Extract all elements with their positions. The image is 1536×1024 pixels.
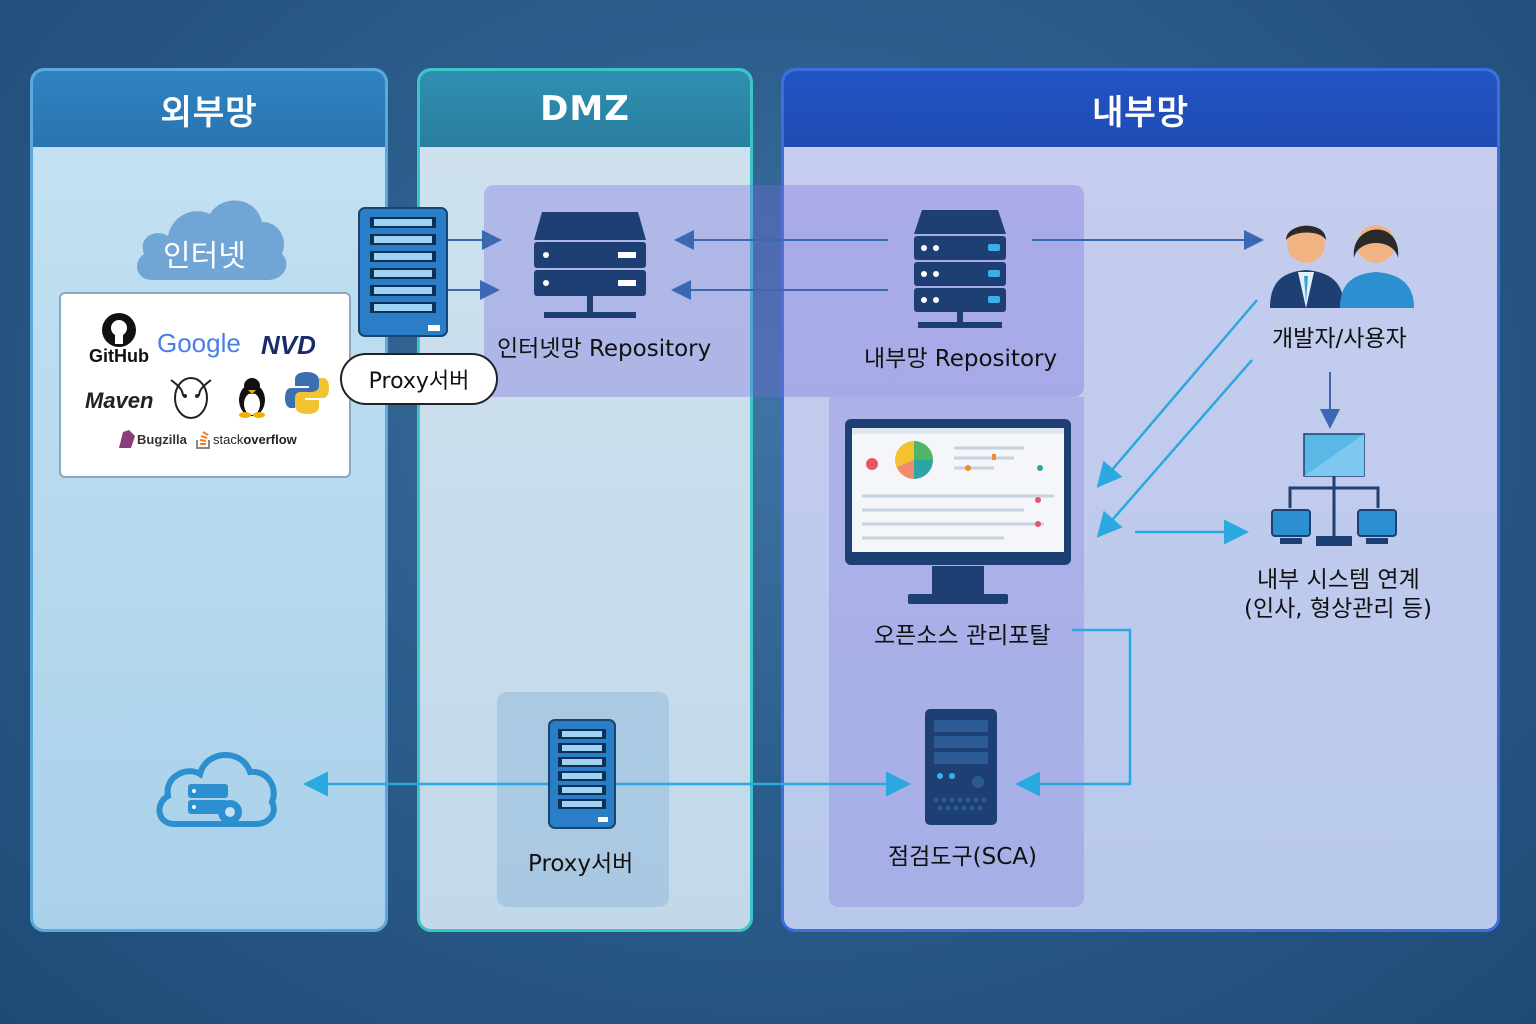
proxy-server-top-icon	[358, 207, 448, 337]
proxy-server-bottom-icon	[548, 719, 616, 829]
vent-slot	[374, 253, 432, 260]
proxy-to-internet-repo-arrows	[448, 230, 502, 300]
developer-users-icon	[1270, 225, 1414, 308]
internal-to-internet-repo-arrows	[671, 230, 888, 300]
vent-slot	[374, 236, 432, 243]
internet-label: 인터넷	[163, 239, 246, 274]
sca-tool-label: 점검도구(SCA)	[888, 844, 1037, 870]
linux-tux-icon	[239, 378, 265, 418]
developers-users-label: 개발자/사용자	[1272, 326, 1407, 352]
proxy-top-vents	[370, 217, 436, 313]
internal-integration-label-line2: (인사, 형상관리 등)	[1244, 596, 1432, 622]
internet-cloud-icon	[137, 200, 287, 280]
stackoverflow-logo-stack: stack	[213, 432, 244, 447]
internet-repository-server-icon	[534, 212, 646, 318]
open-source-sources-panel: GitHub Google NVD Maven Bugzilla stackov…	[59, 292, 351, 478]
stackoverflow-logo-overflow: overflow	[243, 432, 297, 447]
vent-slot	[562, 731, 602, 737]
internal-integration-label-line1: 내부 시스템 연계	[1257, 567, 1420, 593]
gnu-icon	[170, 377, 212, 419]
vent-slot	[562, 787, 602, 793]
vent-slot	[562, 801, 602, 807]
vent-slot	[374, 287, 432, 294]
users-to-portal-arrows	[1096, 299, 1258, 538]
vent-slot	[562, 745, 602, 751]
external-zone-title: 외부망	[33, 71, 385, 147]
proxy-server-top-label: Proxy서버	[340, 353, 498, 405]
sca-tool-server-icon	[925, 709, 997, 825]
python-icon	[285, 372, 329, 414]
google-logo: Google	[157, 328, 241, 358]
stackoverflow-icon	[196, 431, 210, 449]
bugzilla-icon	[119, 430, 135, 448]
portal-to-sca-arrow	[1015, 628, 1132, 797]
github-logo: GitHub	[89, 346, 149, 366]
vent-slot	[374, 304, 432, 311]
internal-repository-label: 내부망 Repository	[864, 346, 1058, 372]
stackoverflow-logo: stackoverflow	[213, 432, 297, 447]
internal-system-network-icon	[1271, 433, 1397, 546]
vent-slot	[562, 773, 602, 779]
vent-slot	[374, 270, 432, 277]
vent-slot	[562, 759, 602, 765]
maven-logo: Maven	[85, 388, 154, 413]
cloud-server-icon	[156, 752, 277, 827]
proxy-bottom-vents	[558, 729, 606, 809]
proxy-server-bottom-label: Proxy서버	[528, 851, 634, 877]
github-octocat-icon	[102, 313, 136, 347]
open-source-portal-label: 오픈소스 관리포탈	[874, 623, 1051, 649]
vent-slot	[374, 219, 432, 226]
internal-zone-title: 내부망	[784, 71, 1497, 147]
nvd-logo: NVD	[261, 330, 316, 360]
internal-repository-server-icon	[914, 210, 1006, 328]
internet-repository-label: 인터넷망 Repository	[497, 336, 712, 362]
dmz-zone-title: DMZ	[420, 71, 750, 147]
open-source-portal-monitor-icon	[845, 419, 1071, 604]
bugzilla-logo: Bugzilla	[137, 432, 187, 447]
